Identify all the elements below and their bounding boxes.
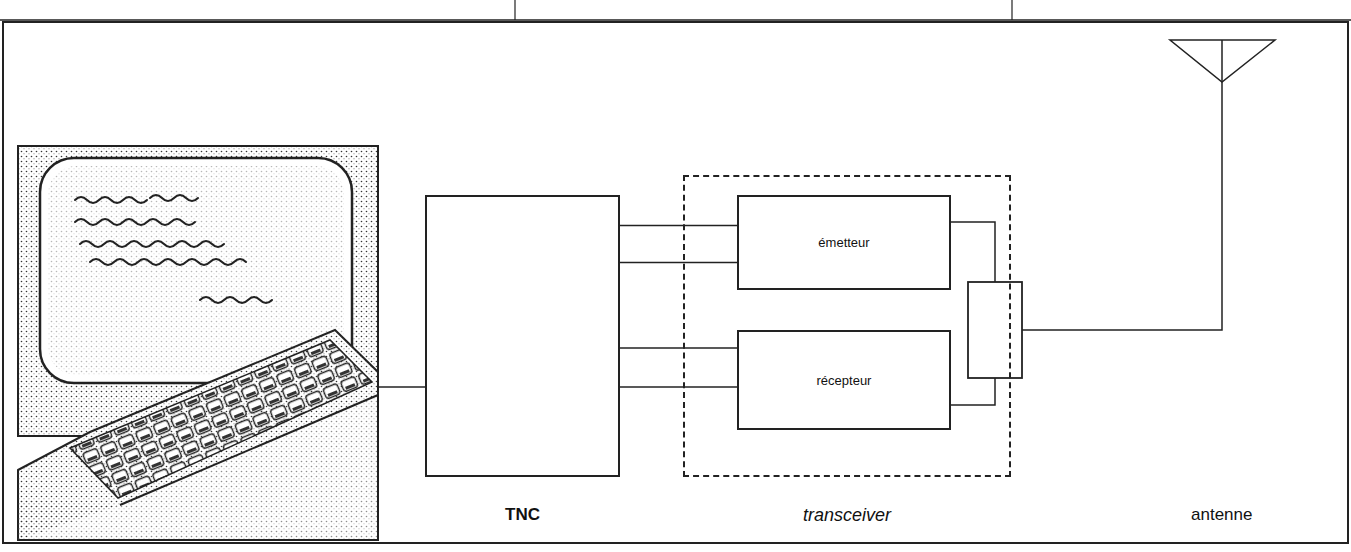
signal-line: [620, 225, 737, 227]
page-rule: [514, 0, 515, 20]
transceiver-box: transceiverémetteurrécepteur: [683, 175, 1011, 477]
receiver-box: récepteur: [737, 330, 951, 430]
wire: [951, 378, 995, 405]
signal-line: [620, 347, 737, 349]
part-label: antenne: [1191, 505, 1252, 525]
wire: [951, 222, 995, 282]
page-rule: [0, 19, 1351, 21]
box-label: émetteur: [818, 235, 869, 250]
page-rule: [1011, 0, 1012, 20]
computer-drawing: [18, 146, 378, 540]
signal-line: [620, 386, 737, 388]
duplexer-box: [968, 282, 1022, 378]
cable: [378, 386, 425, 388]
box-caption: TNC: [427, 505, 618, 525]
tnc-box: TNC: [425, 195, 620, 477]
box-caption: transceiver: [685, 505, 1009, 526]
transmitter-box: émetteur: [737, 195, 951, 290]
antenna-symbol: [1170, 40, 1275, 82]
figure-frame: [3, 22, 1348, 543]
signal-line: [620, 262, 737, 264]
feed-line: [1022, 40, 1222, 330]
box-label: récepteur: [817, 373, 872, 388]
